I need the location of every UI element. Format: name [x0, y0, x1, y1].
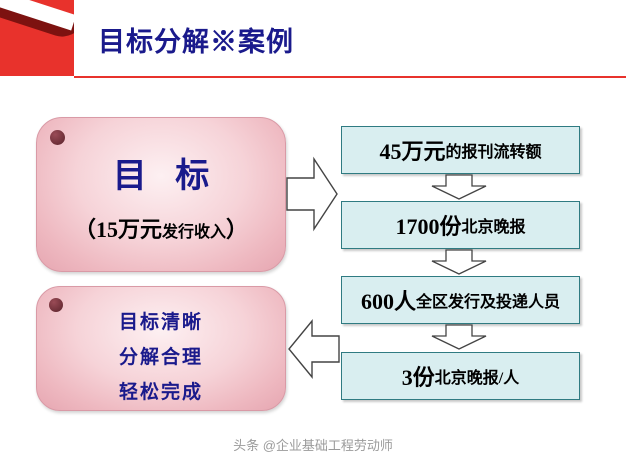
step-text: 北京晚报 — [461, 219, 526, 236]
goal-sub-amount: 15万元 — [95, 217, 162, 242]
header-divider-gap — [0, 76, 74, 78]
left-arrow-icon — [288, 318, 340, 380]
step-number: 600人 — [360, 289, 416, 314]
step-box-1: 45万元的报刊流转额 — [341, 126, 580, 174]
goal-box-subtitle: （15万元发行收入） — [37, 212, 285, 244]
goal-box: 目 标 （15万元发行收入） — [36, 117, 286, 272]
result-line: 轻松完成 — [118, 382, 203, 403]
step-box-3: 600人全区发行及投递人员 — [341, 276, 580, 324]
step-box-2: 1700份北京晚报 — [341, 201, 580, 249]
result-line: 分解合理 — [118, 347, 203, 368]
down-arrow-icon — [430, 249, 488, 275]
step-number: 3份 — [401, 365, 435, 390]
header-logo-block — [0, 0, 74, 78]
step-number: 45万元 — [379, 139, 446, 164]
goal-sub-text: 发行收入 — [162, 224, 227, 241]
goal-box-title: 目 标 — [112, 158, 220, 195]
down-arrow-icon — [430, 174, 488, 200]
footer-watermark: 头条 @企业基础工程劳动师 — [233, 438, 393, 453]
corner-dot-icon — [49, 298, 63, 312]
goal-sub-prefix: （ — [73, 217, 96, 242]
corner-dot-icon — [50, 130, 65, 145]
header-divider — [74, 76, 626, 78]
step-box-4: 3份北京晚报/人 — [341, 352, 580, 400]
down-arrow-icon — [430, 324, 488, 350]
right-arrow-icon — [286, 155, 338, 233]
page-header: 目标分解※案例 — [0, 0, 626, 78]
step-text: 北京晚报/人 — [434, 370, 520, 387]
step-text: 的报刊流转额 — [445, 144, 542, 161]
result-box: 目标清晰 分解合理 轻松完成 — [36, 286, 286, 411]
step-number: 1700份 — [395, 214, 462, 239]
goal-sub-suffix: ） — [226, 217, 249, 242]
page-title: 目标分解※案例 — [98, 27, 294, 57]
result-line: 目标清晰 — [118, 312, 203, 333]
step-text: 全区发行及投递人员 — [416, 294, 561, 311]
